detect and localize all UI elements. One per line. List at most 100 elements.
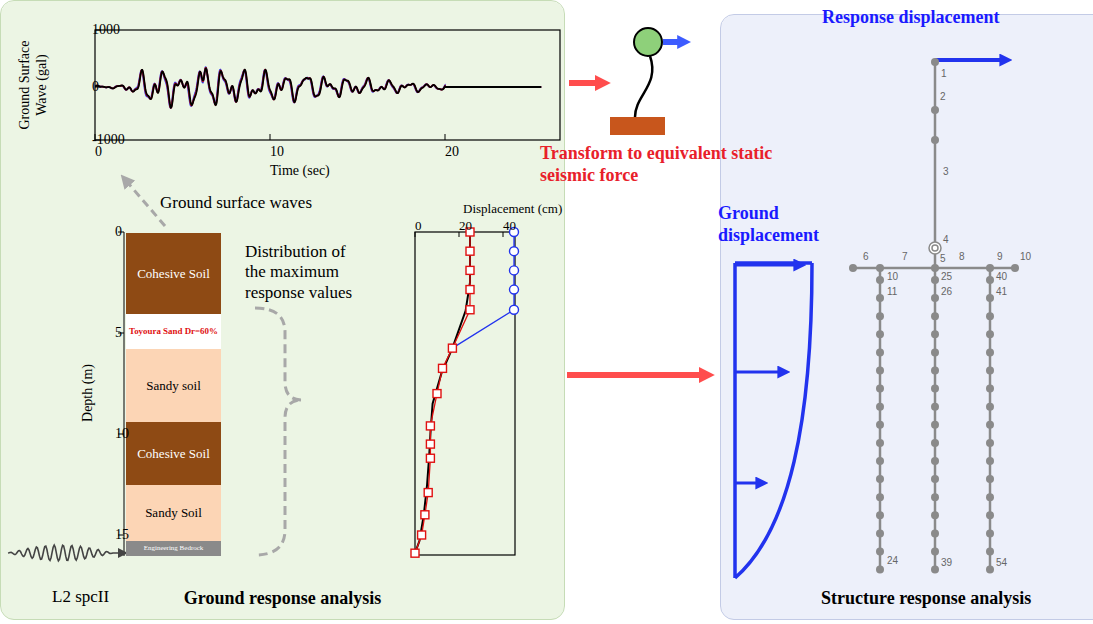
model-node-dot	[986, 439, 994, 447]
square-marker	[418, 531, 426, 539]
model-node-dot	[931, 493, 939, 501]
response-arrow	[935, 58, 1002, 62]
model-node-dot	[876, 348, 884, 356]
model-node-dot	[876, 294, 884, 302]
model-node-dot	[986, 529, 994, 537]
model-node-dot	[931, 294, 939, 302]
model-node-dot	[876, 457, 884, 465]
analysis-panel: Structure response analysis	[720, 14, 1093, 620]
profile-line	[452, 232, 514, 348]
model-node-dot	[876, 511, 884, 519]
wave-plot	[95, 67, 541, 107]
model-node-dot	[876, 367, 884, 375]
model-node-dot	[931, 548, 939, 556]
annotation-text: Ground Surface Wave (gal)	[17, 30, 51, 140]
axis-tick	[118, 535, 124, 536]
model-node-dot	[986, 421, 994, 429]
square-marker	[466, 306, 474, 314]
model-node-dot	[876, 403, 884, 411]
ground-wave-line	[95, 68, 541, 108]
model-node-dot	[931, 348, 939, 356]
input-wave-arrow	[8, 545, 120, 561]
panel-fill	[1, 1, 564, 620]
model-node-dot	[986, 348, 994, 356]
bedrock-layer: Engineering Bedrock	[126, 541, 221, 556]
pendulum-stem	[635, 56, 652, 117]
axis-tick	[445, 134, 446, 140]
model-node-dot	[931, 566, 939, 574]
model-node-dot	[986, 403, 994, 411]
model-node-dot	[931, 136, 939, 144]
model-node-dot	[931, 457, 939, 465]
model-node-dot	[931, 264, 939, 272]
axis-tick	[118, 333, 124, 334]
model-node-dot	[876, 439, 884, 447]
model-node-dot	[986, 330, 994, 338]
layer-label: Engineering Bedrock	[144, 545, 204, 552]
model-node-dot	[876, 566, 884, 574]
model-node-dot	[931, 529, 939, 537]
circle-marker	[510, 285, 519, 294]
model-node-dot	[1011, 264, 1019, 272]
leader-arrow	[128, 183, 165, 226]
model-node-dot	[876, 312, 884, 320]
chart-frame	[95, 30, 560, 140]
model-node-dot	[931, 367, 939, 375]
model-node-dot	[931, 511, 939, 519]
layer-label: Cohesive Soil	[137, 446, 210, 462]
axis-tick	[270, 134, 271, 140]
model-node-dot	[986, 457, 994, 465]
circle-marker	[510, 266, 519, 275]
axis-tick	[118, 434, 124, 435]
model-node-dot	[986, 511, 994, 519]
model-node-dot	[876, 421, 884, 429]
annotation-text: Transform to equivalent static seismic f…	[540, 143, 775, 186]
model-node-dot	[849, 264, 857, 272]
transfer-arrow	[569, 80, 598, 86]
square-marker	[466, 228, 474, 236]
model-node-dot	[986, 264, 994, 272]
circle-marker	[510, 305, 519, 314]
square-marker	[424, 489, 432, 497]
model-node-dot	[931, 385, 939, 393]
panel-caption: Structure response analysis	[821, 588, 1031, 609]
square-marker	[439, 364, 447, 372]
model-node-dot	[931, 475, 939, 483]
circle-marker	[510, 228, 519, 237]
square-marker	[466, 286, 474, 294]
model-node-dot	[986, 276, 994, 284]
axis-tick	[95, 140, 101, 141]
model-node-dot	[876, 385, 884, 393]
model-node-dot	[931, 403, 939, 411]
soil-layer: Sandy Soil	[126, 485, 221, 541]
square-marker	[411, 549, 419, 557]
flow-arrow	[567, 372, 702, 378]
model-node-dot	[876, 330, 884, 338]
soil-layer: Sandy soil	[126, 349, 221, 422]
ground-displacement-arrow	[735, 371, 780, 374]
annotation-text: Ground displacement	[718, 203, 853, 246]
axis-tick	[118, 232, 124, 233]
model-node-dot	[986, 294, 994, 302]
curly-bracket	[255, 308, 302, 555]
model-node-dot	[986, 385, 994, 393]
model-node-dot	[986, 493, 994, 501]
ground-wave-line	[95, 68, 541, 107]
panel-caption: Ground response analysis	[184, 588, 381, 609]
model-node-dot	[931, 106, 939, 114]
model-node-dot	[931, 330, 939, 338]
ground-displacement-arrow	[735, 482, 758, 485]
model-node-dot	[931, 312, 939, 320]
depth-axis	[124, 232, 125, 556]
soil-layer: Cohesive Soil	[126, 422, 221, 485]
profile-line	[415, 232, 470, 553]
model-node-dot	[931, 439, 939, 447]
circle-marker	[510, 247, 519, 256]
annotation-text: Depth (m)	[80, 348, 97, 438]
model-node-dot	[876, 475, 884, 483]
square-marker	[426, 454, 434, 462]
model-node-dot	[931, 58, 939, 66]
square-marker	[433, 390, 441, 398]
model-node-dot	[986, 566, 994, 574]
